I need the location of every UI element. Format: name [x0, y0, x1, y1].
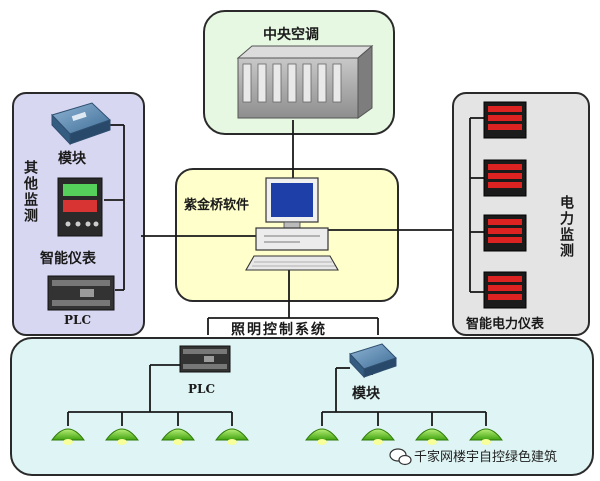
software-label: 紫金桥软件 — [184, 198, 250, 213]
other-monitoring-vertical-label: 其他监测 — [22, 160, 38, 224]
power-monitoring-vertical-label: 电力监测 — [558, 195, 574, 259]
plc-icon — [47, 275, 115, 311]
lighting-title: 照明控制系统 — [231, 322, 327, 338]
wechat-icon — [389, 448, 412, 466]
power-meter-icon — [483, 271, 527, 309]
lighting-module-icon — [349, 343, 397, 379]
lamp-icon — [469, 428, 503, 445]
lamp-icon — [105, 428, 139, 445]
module-label: 模块 — [58, 151, 86, 167]
power-meter-icon — [483, 159, 527, 197]
lamp-icon — [415, 428, 449, 445]
smart-meter-icon — [57, 177, 103, 237]
lighting-plc-icon — [179, 345, 231, 373]
lighting-panel — [10, 337, 594, 476]
smart-meter-label: 智能仪表 — [40, 251, 96, 267]
lighting-module-label: 模块 — [352, 386, 380, 402]
lamp-icon — [305, 428, 339, 445]
central-ac-cabinet-icon — [236, 44, 374, 119]
lamp-icon — [161, 428, 195, 445]
smart-power-meter-label: 智能电力仪表 — [466, 317, 545, 332]
lamp-icon — [51, 428, 85, 445]
lamp-icon — [361, 428, 395, 445]
lighting-plc-label: PLC — [188, 382, 216, 396]
lamp-icon — [215, 428, 249, 445]
plc-label: PLC — [64, 313, 92, 327]
computer-icon — [245, 177, 339, 271]
io-module-icon — [51, 102, 111, 146]
connection-lines — [67, 117, 487, 426]
central-ac-label: 中央空调 — [263, 27, 319, 43]
watermark-text: 千家网楼宇自控绿色建筑 — [414, 450, 558, 465]
power-meter-icon — [483, 214, 527, 252]
power-meter-icon — [483, 101, 527, 139]
